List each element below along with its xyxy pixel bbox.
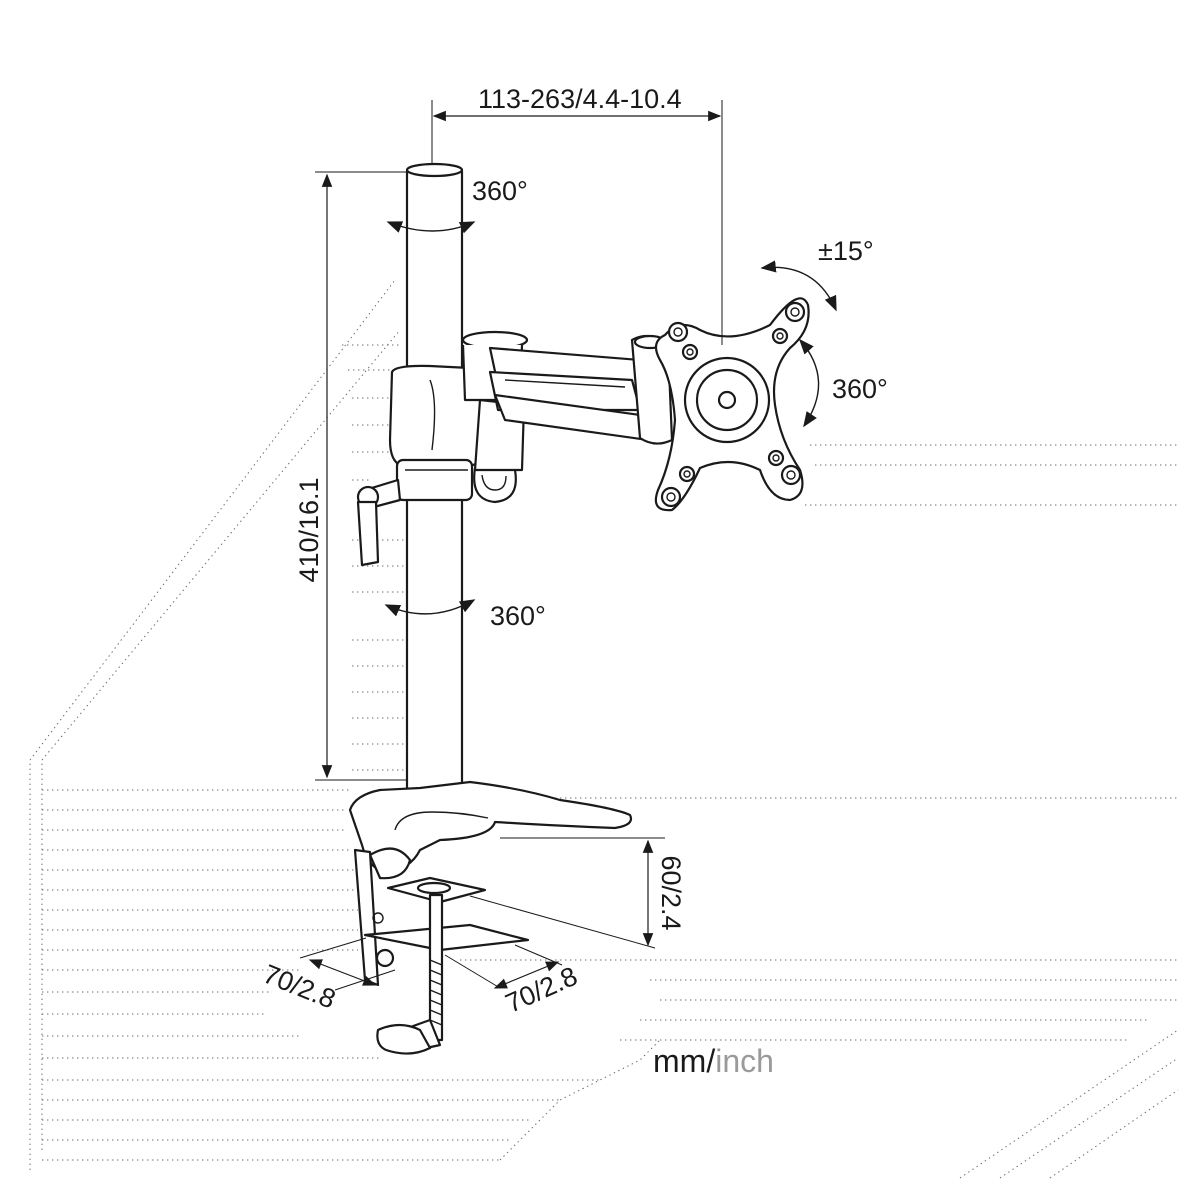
units-primary: mm/ <box>653 1043 715 1079</box>
vesa-rotation-label: 360° <box>832 374 888 404</box>
desk-clamp <box>348 780 633 1055</box>
rotation-arrow-vesa <box>798 338 820 428</box>
units-secondary: inch <box>715 1043 774 1079</box>
units-label: mm/inch <box>653 1043 774 1079</box>
tilt-arrow <box>760 260 837 312</box>
dimension-arm-reach <box>431 100 723 345</box>
lock-lever-handle <box>356 478 402 567</box>
dimension-clamp-depth-left <box>299 937 396 991</box>
clamp-thickness-label: 60/2.4 <box>656 855 686 930</box>
rotation-arrow-pole-mid <box>384 599 476 617</box>
desk-surface-hatching <box>29 279 1179 1179</box>
dimension-clamp-depth-right <box>444 944 563 989</box>
dimension-pole-height <box>315 171 406 781</box>
pole-mid-rotation-label: 360° <box>490 601 546 631</box>
arm-reach-label: 113-263/4.4-10.4 <box>478 84 682 114</box>
tilt-label: ±15° <box>818 236 874 266</box>
pole-height-label: 410/16.1 <box>294 477 324 582</box>
pole-top-rotation-label: 360° <box>472 176 528 206</box>
articulating-arm <box>461 330 674 472</box>
vesa-plate <box>654 297 810 512</box>
rotation-arrow-pole-top <box>386 221 476 234</box>
dimension-clamp-thickness <box>469 837 665 949</box>
